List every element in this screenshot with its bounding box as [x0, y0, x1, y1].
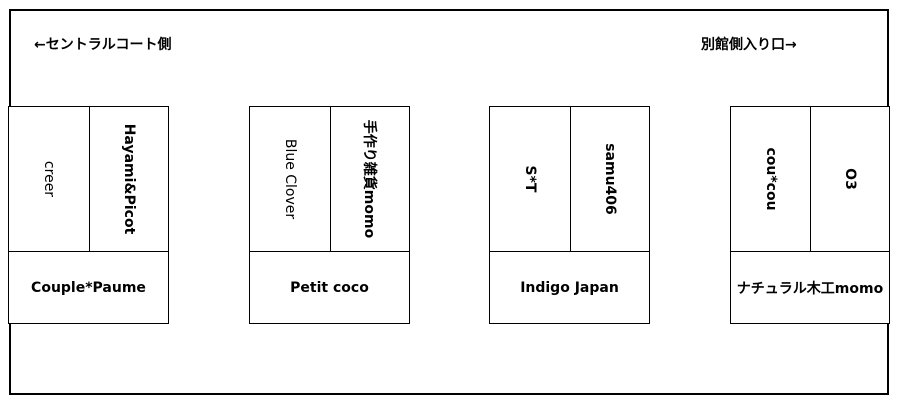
booth-4-top-left: cou*cou [730, 106, 811, 252]
booth-1-top-right: Hayami&Picot [89, 106, 169, 252]
booth-2-top-left: Blue Clover [249, 106, 331, 252]
booth-label: samu406 [602, 143, 618, 215]
booth-2-top-right: 手作り雑貨momo [330, 106, 410, 252]
booth-3-top-left: S*T [489, 106, 571, 252]
booth-label: Indigo Japan [520, 279, 619, 296]
booth-label: Hayami&Picot [121, 123, 137, 235]
booth-1-bottom: Couple*Paume [8, 251, 169, 324]
booth-1-top-left: creer [8, 106, 90, 252]
booth-4-top-right: O3 [810, 106, 890, 252]
booth-label: 手作り雑貨momo [361, 119, 377, 239]
booth-label: Petit coco [290, 279, 369, 296]
booth-label: cou*cou [762, 147, 779, 211]
booth-label: O3 [842, 168, 858, 190]
direction-central-court: ←セントラルコート側 [34, 37, 172, 53]
booth-3-top-right: samu406 [570, 106, 650, 252]
booth-3-bottom: Indigo Japan [489, 251, 650, 324]
booth-label: creer [41, 160, 57, 198]
booth-4-bottom: ナチュラル木工momo [730, 251, 890, 324]
booth-label: Blue Clover [282, 138, 298, 220]
booth-2-bottom: Petit coco [249, 251, 410, 324]
booth-label: Couple*Paume [31, 279, 146, 296]
direction-annex-entrance: 別館側入り口→ [701, 37, 797, 53]
booth-label: S*T [522, 165, 538, 193]
booth-label: ナチュラル木工momo [736, 280, 884, 297]
